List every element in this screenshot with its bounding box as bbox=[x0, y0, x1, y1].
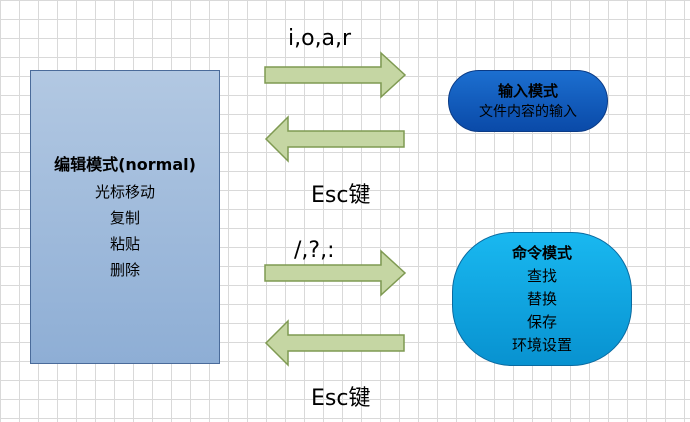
arrow-to-command bbox=[264, 249, 407, 297]
edit-mode-item-cursor-move: 光标移动 bbox=[94, 183, 155, 201]
command-mode-title: 命令模式 bbox=[511, 244, 572, 262]
label-from-insert-esc: Esc键 bbox=[311, 183, 371, 208]
insert-mode-box: 输入模式 文件内容的输入 bbox=[448, 70, 608, 132]
insert-mode-item-file-input: 文件内容的输入 bbox=[479, 104, 577, 120]
arrow-from-command bbox=[264, 319, 405, 367]
edit-mode-item-delete: 删除 bbox=[109, 261, 140, 279]
label-from-command-esc: Esc键 bbox=[311, 386, 371, 411]
label-to-insert-keys: i,o,a,r bbox=[288, 26, 352, 51]
arrow-from-insert bbox=[264, 115, 405, 163]
insert-mode-title: 输入模式 bbox=[497, 82, 558, 100]
command-mode-item-find: 查找 bbox=[526, 267, 557, 285]
edit-mode-box: 编辑模式(normal) 光标移动 复制 粘贴 删除 bbox=[30, 70, 220, 364]
command-mode-item-replace: 替换 bbox=[526, 290, 557, 308]
arrow-to-insert bbox=[264, 51, 407, 99]
command-mode-box: 命令模式 查找 替换 保存 环境设置 bbox=[452, 232, 632, 366]
command-mode-item-env-settings: 环境设置 bbox=[511, 336, 572, 354]
edit-mode-title: 编辑模式(normal) bbox=[54, 155, 196, 174]
edit-mode-item-copy: 复制 bbox=[109, 209, 140, 227]
label-to-command-keys: /,?,: bbox=[294, 238, 335, 263]
edit-mode-item-paste: 粘贴 bbox=[109, 235, 140, 253]
command-mode-item-save: 保存 bbox=[526, 313, 557, 331]
